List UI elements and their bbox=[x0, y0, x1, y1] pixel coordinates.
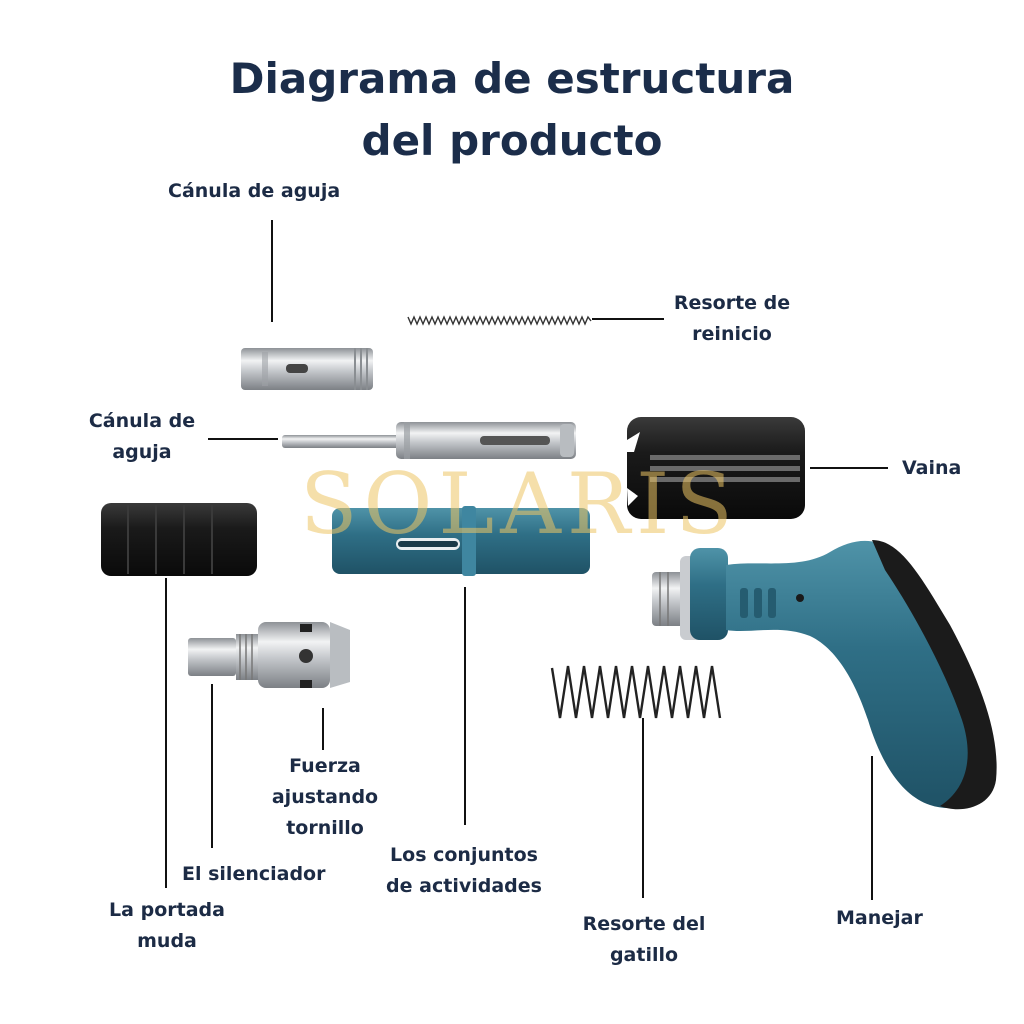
reset-spring bbox=[407, 315, 592, 326]
leader-line-vaina bbox=[810, 467, 888, 469]
diagram-title: Diagrama de estructura del producto bbox=[0, 48, 1024, 172]
leader-line-portada bbox=[165, 578, 167, 888]
label-manejar: Manejar bbox=[836, 903, 923, 934]
label-canula-left: Cánula de aguja bbox=[82, 406, 202, 468]
title-line-2: del producto bbox=[361, 116, 663, 165]
leader-line-silenciador bbox=[211, 684, 213, 848]
watermark: SOLARIS bbox=[300, 455, 739, 553]
needle-cannula-tube bbox=[241, 348, 373, 390]
leader-line-canula-top bbox=[271, 220, 273, 322]
label-line: Fuerza bbox=[289, 755, 361, 777]
label-line: Los conjuntos bbox=[390, 844, 538, 866]
muffler-cover bbox=[101, 503, 257, 576]
activity-assembly bbox=[332, 506, 590, 576]
label-resorte-gatillo: Resorte del gatillo bbox=[578, 909, 710, 971]
label-line: Manejar bbox=[836, 907, 923, 929]
label-line: de actividades bbox=[386, 875, 542, 897]
leader-line-conjuntos bbox=[464, 587, 466, 825]
label-line: Cánula de bbox=[88, 410, 196, 432]
label-line: Resorte del bbox=[582, 913, 706, 935]
sheath bbox=[627, 417, 805, 519]
label-silenciador: El silenciador bbox=[182, 859, 325, 890]
label-line: reinicio bbox=[692, 323, 772, 345]
label-line: El silenciador bbox=[182, 863, 326, 885]
label-fuerza: Fuerza ajustando tornillo bbox=[262, 751, 388, 844]
label-line: muda bbox=[137, 930, 197, 952]
label-vaina: Vaina bbox=[902, 453, 961, 484]
label-line: Vaina bbox=[902, 457, 962, 479]
label-line: aguja bbox=[112, 441, 172, 463]
label-canula-top: Cánula de aguja bbox=[168, 176, 340, 207]
title-line-1: Diagrama de estructura bbox=[229, 54, 795, 103]
silencer-assembly bbox=[188, 622, 350, 688]
leader-line-canula-left bbox=[208, 438, 278, 440]
handle bbox=[652, 540, 997, 810]
trigger-spring bbox=[550, 665, 722, 719]
label-line: Resorte de bbox=[673, 292, 791, 314]
leader-line-resorte-gatillo bbox=[642, 718, 644, 898]
label-conjuntos: Los conjuntos de actividades bbox=[384, 840, 544, 902]
label-line: ajustando bbox=[271, 786, 379, 808]
label-line: tornillo bbox=[286, 817, 364, 839]
label-canula-top-text: Cánula de aguja bbox=[168, 180, 341, 202]
label-resorte-reinicio: Resorte de reinicio bbox=[668, 288, 796, 350]
label-line: gatillo bbox=[609, 944, 679, 966]
leader-line-resorte-reinicio bbox=[592, 318, 664, 320]
label-portada: La portada muda bbox=[104, 895, 230, 957]
leader-line-fuerza bbox=[322, 708, 324, 750]
needle-cannula-rod bbox=[282, 422, 576, 459]
leader-line-manejar bbox=[871, 756, 873, 900]
label-line: La portada bbox=[109, 899, 225, 921]
